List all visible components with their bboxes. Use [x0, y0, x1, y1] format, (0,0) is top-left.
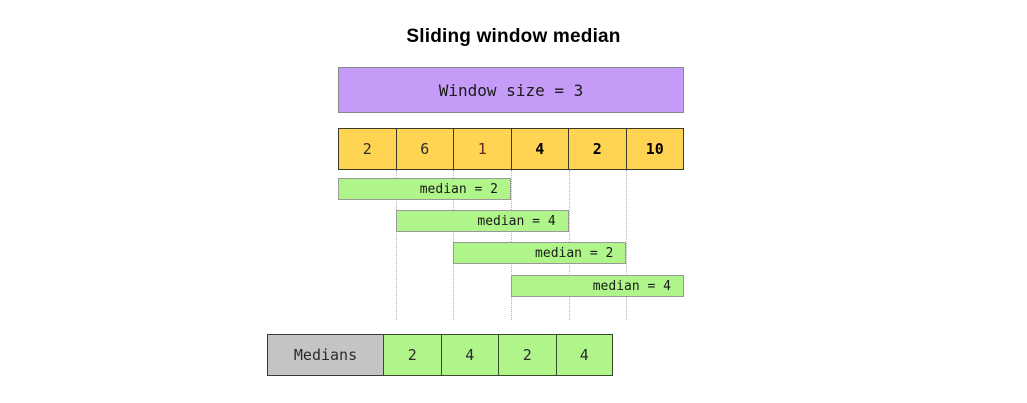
array-cell: 4	[510, 128, 568, 170]
medians-cell: 2	[498, 334, 556, 376]
window-median-label: median = 4	[592, 278, 671, 294]
window-median-label: median = 4	[477, 213, 556, 229]
array-cell: 2	[338, 128, 396, 170]
window-median-bar: median = 4	[511, 275, 684, 297]
medians-row-label: Medians	[267, 334, 383, 376]
array-cell: 10	[625, 128, 684, 170]
medians-cell: 4	[555, 334, 613, 376]
window-size-label: Window size = 3	[438, 80, 584, 100]
guide-line	[626, 170, 628, 320]
array-cell: 6	[395, 128, 453, 170]
window-median-bar: median = 2	[453, 242, 627, 264]
array-cell: 2	[568, 128, 626, 170]
window-median-label: median = 2	[419, 181, 498, 197]
window-size-banner: Window size = 3	[338, 67, 684, 113]
array-cell: 1	[453, 128, 511, 170]
window-median-label: median = 2	[535, 245, 614, 261]
window-median-bar: median = 4	[395, 210, 569, 232]
page-title: Sliding window median	[406, 26, 621, 47]
medians-cell: 2	[383, 334, 441, 376]
medians-cell: 4	[440, 334, 498, 376]
window-median-bar: median = 2	[338, 178, 511, 200]
guide-line	[395, 170, 397, 320]
